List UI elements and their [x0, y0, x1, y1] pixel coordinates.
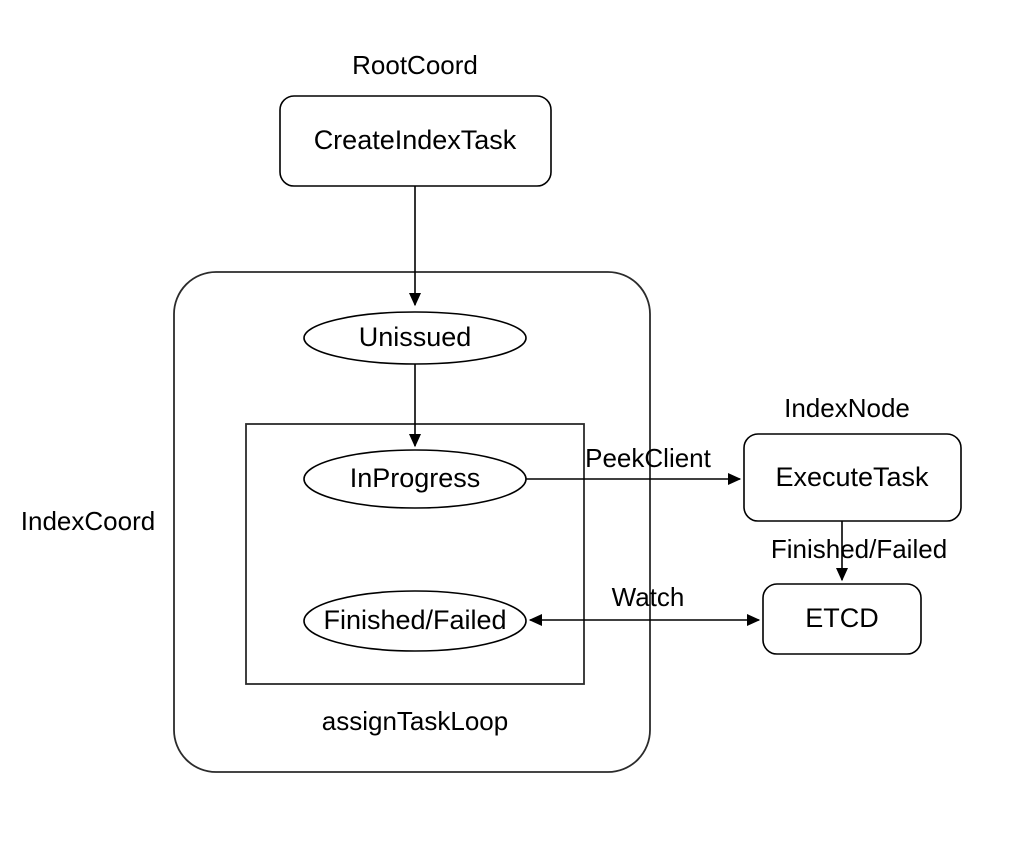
node-shape-finished-failed[interactable] — [303, 590, 527, 652]
edge-label-watch: Watch — [612, 582, 685, 612]
group-title-root-coord: RootCoord — [352, 50, 478, 80]
container-label-index-coord: IndexCoord — [21, 506, 155, 536]
edge-label-peek-client: PeekClient — [585, 443, 712, 473]
node-label-finished-failed: Finished/Failed — [323, 605, 506, 635]
container-label-assign-task-loop: assignTaskLoop — [322, 706, 508, 736]
node-finished-failed[interactable]: Finished/Failed — [303, 590, 527, 652]
node-unissued[interactable]: Unissued — [303, 311, 527, 365]
node-label-create-index-task: CreateIndexTask — [314, 125, 517, 155]
container-index-coord — [173, 271, 651, 773]
node-in-progress[interactable]: InProgress — [303, 449, 527, 509]
node-shape-etcd[interactable] — [762, 583, 922, 655]
node-label-execute-task: ExecuteTask — [775, 462, 929, 492]
node-create-index-task[interactable]: CreateIndexTask — [279, 95, 552, 187]
node-label-etcd: ETCD — [805, 603, 879, 633]
node-etcd[interactable]: ETCD — [762, 583, 922, 655]
edge-label-finished-failed: Finished/Failed — [771, 534, 947, 564]
node-shape-execute-task[interactable] — [743, 433, 962, 522]
node-label-unissued: Unissued — [359, 322, 472, 352]
node-label-in-progress: InProgress — [350, 463, 481, 493]
node-execute-task[interactable]: ExecuteTask — [743, 433, 962, 522]
group-title-index-node: IndexNode — [784, 393, 910, 423]
